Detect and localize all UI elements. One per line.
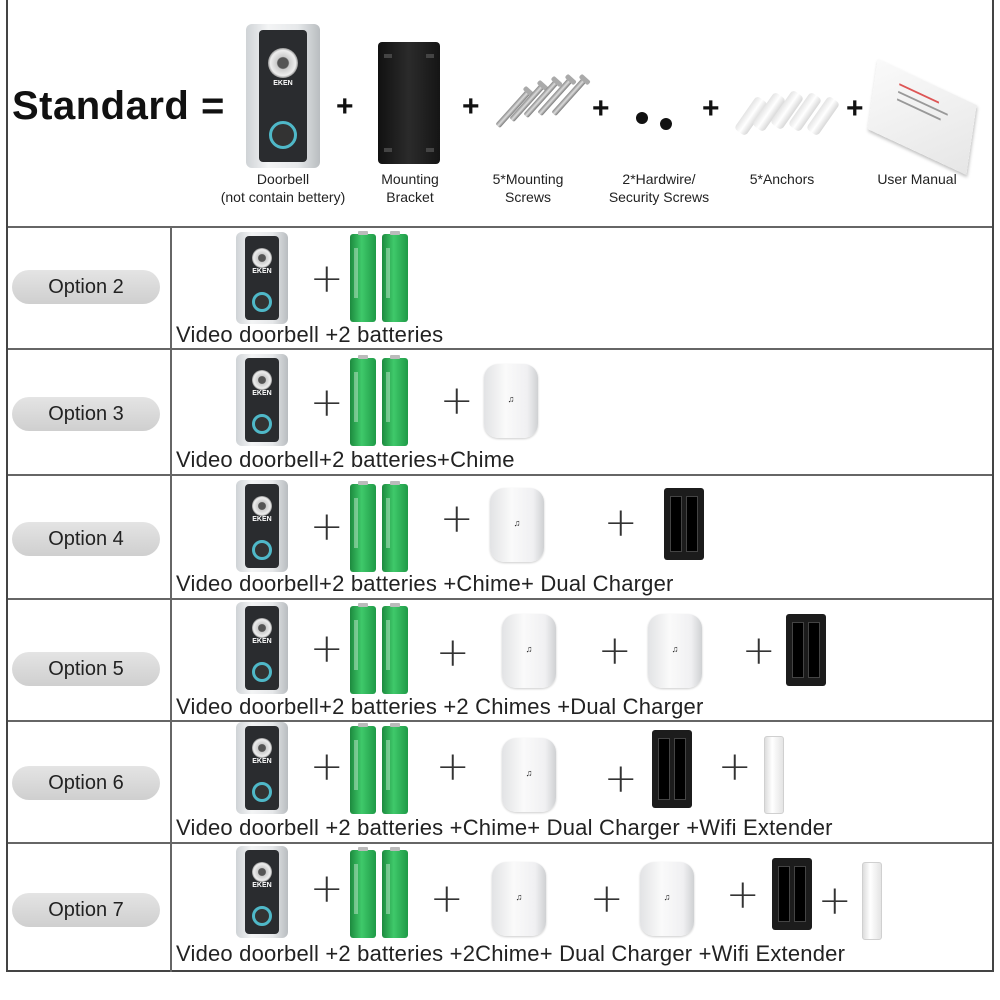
option-7-description: Video doorbell +2 batteries +2Chime+ Dua… [176, 941, 846, 966]
music-note-icon: ♫ [525, 643, 533, 654]
anchors-caption: 5*Anchors [749, 171, 815, 187]
music-note-icon: ♫ [507, 393, 515, 404]
hardwire-caption: 2*Hardwire/ Security Screws [608, 171, 710, 205]
plus-sign: + [598, 628, 632, 674]
plus-sign: + [310, 866, 344, 912]
chime-image: ♫ [502, 738, 556, 812]
doorbell-image: EKEN [236, 354, 288, 446]
plus-sign: + [336, 90, 354, 123]
chime-image: ♫ [640, 862, 694, 936]
battery-image [382, 603, 408, 694]
plus-sign: + [846, 92, 864, 125]
doorbell-image: EKEN [236, 602, 288, 694]
chime-image: ♫ [502, 614, 556, 688]
doorbell-image: EKEN [236, 232, 288, 324]
chime-image: ♫ [490, 488, 544, 562]
row-divider [8, 842, 992, 844]
plus-sign: + [310, 744, 344, 790]
plus-sign: + [440, 378, 474, 424]
dual-charger-image [786, 614, 826, 686]
dual-charger-image [652, 730, 692, 808]
plus-sign: + [592, 92, 610, 125]
option-4-description: Video doorbell+2 batteries +Chime+ Dual … [176, 571, 674, 596]
option-6-label: Option 6 [12, 766, 160, 800]
music-note-icon: ♫ [525, 767, 533, 778]
chime-image: ♫ [648, 614, 702, 688]
doorbell-image: EKEN [236, 480, 288, 572]
doorbell-image: EKEN [246, 24, 320, 168]
music-note-icon: ♫ [671, 643, 679, 654]
battery-image [382, 355, 408, 446]
manual-caption: User Manual [877, 171, 957, 187]
table-frame [6, 0, 994, 972]
option-3-description: Video doorbell+2 batteries+Chime [176, 447, 515, 472]
doorbell-image: EKEN [236, 722, 288, 814]
plus-sign: + [590, 876, 624, 922]
battery-image [350, 481, 376, 572]
chime-image: ♫ [484, 364, 538, 438]
row-divider [8, 598, 992, 600]
plus-sign: + [726, 872, 760, 918]
plus-sign: + [718, 744, 752, 790]
doorbell-image: EKEN [236, 846, 288, 938]
plus-sign: + [818, 878, 852, 924]
battery-image [350, 847, 376, 938]
battery-image [350, 723, 376, 814]
option-5-description: Video doorbell+2 batteries +2 Chimes +Du… [176, 694, 704, 719]
row-divider [8, 720, 992, 722]
battery-image [382, 847, 408, 938]
dual-charger-image [772, 858, 812, 930]
standard-title: Standard = [12, 84, 225, 128]
plus-sign: + [310, 504, 344, 550]
plus-sign: + [702, 92, 720, 125]
row-divider [8, 474, 992, 476]
option-7-label: Option 7 [12, 893, 160, 927]
battery-image [382, 723, 408, 814]
plus-sign: + [436, 630, 470, 676]
plus-sign: + [604, 500, 638, 546]
plus-sign: + [436, 744, 470, 790]
bracket-caption: Mounting Bracket [381, 171, 439, 205]
plus-sign: + [440, 496, 474, 542]
option-4-label: Option 4 [12, 522, 160, 556]
option-2-description: Video doorbell +2 batteries [176, 322, 444, 347]
wifi-extender-image [764, 736, 784, 814]
option-5-label: Option 5 [12, 652, 160, 686]
battery-image [350, 603, 376, 694]
music-note-icon: ♫ [513, 517, 521, 528]
row-divider [8, 348, 992, 350]
music-note-icon: ♫ [663, 891, 671, 902]
plus-sign: + [310, 256, 344, 302]
chime-image: ♫ [492, 862, 546, 936]
plus-sign: + [310, 380, 344, 426]
music-note-icon: ♫ [515, 891, 523, 902]
battery-image [350, 231, 376, 322]
plus-sign: + [742, 628, 776, 674]
option-6-description: Video doorbell +2 batteries +Chime+ Dual… [176, 815, 833, 840]
plus-sign: + [430, 876, 464, 922]
screws-caption: 5*Mounting Screws [492, 171, 564, 205]
plus-sign: + [462, 90, 480, 123]
battery-image [382, 231, 408, 322]
dual-charger-image [664, 488, 704, 560]
row-divider [8, 226, 992, 228]
mounting-bracket-image [378, 42, 440, 164]
doorbell-caption: Doorbell (not contain bettery) [220, 171, 346, 205]
plus-sign: + [310, 626, 344, 672]
plus-sign: + [604, 756, 638, 802]
option-3-label: Option 3 [12, 397, 160, 431]
device-logo: EKEN [273, 80, 293, 88]
battery-image [382, 481, 408, 572]
battery-image [350, 355, 376, 446]
wifi-extender-image [862, 862, 882, 940]
option-2-label: Option 2 [12, 270, 160, 304]
